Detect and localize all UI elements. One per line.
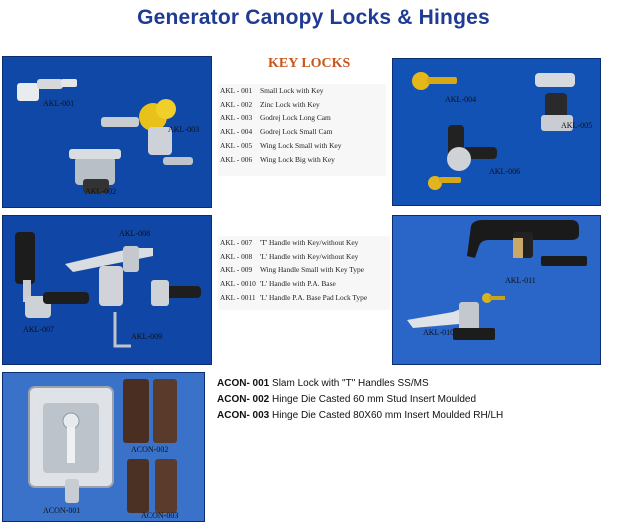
product-photo-akl-004-006: AKL-004 AKL-005 AKL-006 xyxy=(392,58,601,206)
list-item: AKL - 003 Godrej Lock Long Cam xyxy=(220,111,386,125)
item-desc: Small Lock with Key xyxy=(260,86,324,95)
handle-lock-illustration xyxy=(3,216,211,364)
item-desc: Godrej Lock Small Cam xyxy=(260,127,333,137)
l-handle-illustration xyxy=(393,216,600,364)
list-item: AKL - 006 Wing Lock Big with Key xyxy=(220,153,386,167)
photo-label-akl-009: AKL-009 xyxy=(131,332,163,341)
product-photo-akl-010-011: AKL-011 AKL-010 xyxy=(392,215,601,365)
item-code: AKL - 0010 xyxy=(220,279,256,289)
item-code: AKL - 009 xyxy=(220,265,253,275)
photo-label-acon-003: ACON-003 xyxy=(141,511,179,520)
item-code: AKL - 002 xyxy=(220,99,253,109)
list-item: AKL - 002 Zinc Lock with Key xyxy=(220,98,386,112)
item-desc: Godrej Lock Long Cam xyxy=(260,113,331,123)
acon-list: ACON- 001 Slam Lock with "T" Handles SS/… xyxy=(217,376,503,424)
item-code: AKL - 0011 xyxy=(220,292,256,302)
photo-label-akl-001: AKL-001 xyxy=(43,99,75,108)
product-photo-akl-001-003: AKL-001 AKL-003 AKL-002 xyxy=(2,56,212,208)
list-item: AKL - 004 Godrej Lock Small Cam xyxy=(220,125,386,139)
list-item: AKL - 009 Wing Handle Small with Key Type xyxy=(220,263,390,277)
slam-lock-hinge-illustration xyxy=(3,373,204,521)
lock-set-illustration xyxy=(3,57,211,207)
photo-label-akl-008: AKL-008 xyxy=(119,229,151,238)
item-code: AKL - 001 xyxy=(220,86,253,95)
photo-label-akl-007: AKL-007 xyxy=(23,325,55,334)
list-item: AKL - 005 Wing Lock Small with Key xyxy=(220,139,386,153)
item-desc: 'L' Handle with P.A. Base xyxy=(260,279,336,289)
photo-label-akl-002: AKL-002 xyxy=(85,187,117,196)
item-desc: Wing Lock Big with Key xyxy=(260,154,335,164)
acon-item: ACON- 001 Slam Lock with "T" Handles SS/… xyxy=(217,376,503,392)
acon-item: ACON- 002 Hinge Die Casted 60 mm Stud In… xyxy=(217,392,503,408)
item-code: AKL - 006 xyxy=(220,154,253,164)
photo-label-acon-001: ACON-001 xyxy=(43,506,81,515)
page-title: Generator Canopy Locks & Hinges xyxy=(137,6,490,29)
photo-label-acon-002: ACON-002 xyxy=(131,445,169,454)
item-code: AKL - 005 xyxy=(220,140,253,150)
photo-label-akl-011: AKL-011 xyxy=(505,276,536,285)
item-code: AKL - 003 xyxy=(220,113,253,123)
photo-label-akl-010: AKL-010 xyxy=(423,328,455,337)
list-item: AKL - 008 'L' Handle with Key/without Key xyxy=(220,250,390,264)
item-desc: Wing Handle Small with Key Type xyxy=(260,265,364,275)
photo-label-akl-005: AKL-005 xyxy=(561,121,593,130)
item-desc: Zinc Lock with Key xyxy=(260,99,320,109)
product-photo-akl-007-009: AKL-008 AKL-007 AKL-009 xyxy=(2,215,212,365)
key-locks-heading: KEY LOCKS xyxy=(268,56,351,71)
key-locks-list-1: AKL - 001 Small Lock with Key AKL - 002 Zi… xyxy=(218,84,386,176)
item-desc: 'L' Handle P.A. Base Pad Lock Type xyxy=(260,292,368,302)
acon-desc: Hinge Die Casted 80X60 mm Insert Moulded… xyxy=(272,410,504,421)
item-desc: Wing Lock Small with Key xyxy=(260,140,342,150)
item-desc: 'T' Handle with Key/without Key xyxy=(260,238,359,247)
key-locks-list-2: AKL - 007 'T' Handle with Key/without Key… xyxy=(218,236,390,310)
photo-label-akl-006: AKL-006 xyxy=(489,167,521,176)
item-desc: 'L' Handle with Key/without Key xyxy=(260,251,359,261)
acon-code: ACON- 003 xyxy=(217,410,270,421)
item-code: AKL - 004 xyxy=(220,127,253,137)
acon-code: ACON- 002 xyxy=(217,394,270,405)
acon-item: ACON- 003 Hinge Die Casted 80X60 mm Inse… xyxy=(217,408,503,424)
acon-desc: Slam Lock with "T" Handles SS/MS xyxy=(272,378,429,389)
wing-lock-illustration xyxy=(393,59,600,205)
list-item: AKL - 0011 'L' Handle P.A. Base Pad Lock … xyxy=(220,291,390,305)
item-code: AKL - 008 xyxy=(220,251,253,261)
product-photo-acon: ACON-002 ACON-001 ACON-003 xyxy=(2,372,205,522)
item-code: AKL - 007 xyxy=(220,238,253,247)
photo-label-akl-004: AKL-004 xyxy=(445,95,477,104)
list-item: AKL - 0010 'L' Handle with P.A. Base xyxy=(220,277,390,291)
list-item: AKL - 001 Small Lock with Key xyxy=(220,84,386,98)
acon-code: ACON- 001 xyxy=(217,378,270,389)
acon-desc: Hinge Die Casted 60 mm Stud Insert Mould… xyxy=(272,394,477,405)
list-item: AKL - 007 'T' Handle with Key/without Key xyxy=(220,236,390,250)
photo-label-akl-003: AKL-003 xyxy=(168,125,200,134)
